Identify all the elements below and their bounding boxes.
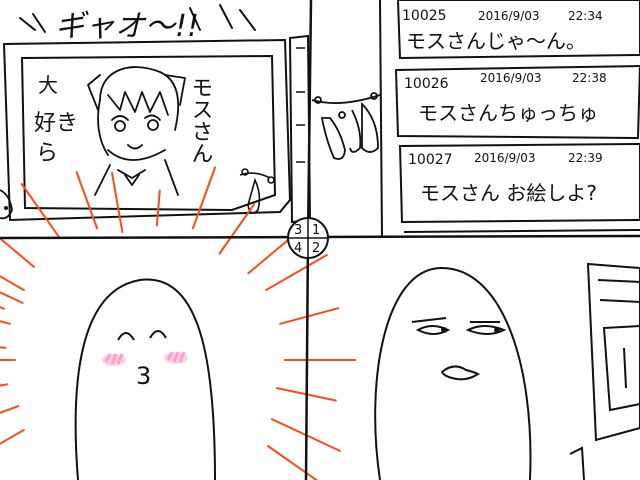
shout-lines bbox=[19, 4, 256, 33]
burst-line bbox=[0, 405, 20, 414]
burst-line bbox=[0, 346, 7, 349]
scroll-edge bbox=[379, 0, 383, 239]
smug-mouth bbox=[440, 365, 480, 381]
panel-3-blushing-blob: 3 bbox=[0, 166, 356, 480]
blob-body bbox=[74, 278, 216, 480]
panel-order-indicator: 3 1 4 2 bbox=[287, 217, 329, 259]
blob-eye-right bbox=[149, 330, 167, 339]
blob-blush-left bbox=[102, 353, 126, 366]
burst-line bbox=[0, 306, 5, 310]
comment-1-number: 10025 bbox=[402, 8, 447, 24]
burst-line bbox=[191, 166, 217, 230]
panel-order-top-right: 1 bbox=[312, 223, 320, 238]
comment-1-date: 2016/9/03 bbox=[478, 9, 540, 23]
hanging-drops bbox=[311, 92, 381, 160]
burst-line bbox=[247, 233, 296, 275]
comment-2-date: 2016/9/03 bbox=[480, 71, 542, 85]
monitor-side-text-1: 大 bbox=[38, 73, 58, 97]
panel-order-top-left: 3 bbox=[294, 223, 302, 238]
comment-box-4-partial bbox=[403, 229, 640, 233]
monitor-side-text-2: 好き bbox=[34, 111, 78, 136]
comment-3-text: モスさん お絵しよ? bbox=[420, 181, 597, 205]
blob-mouth: 3 bbox=[136, 362, 151, 390]
burst-line bbox=[75, 171, 99, 230]
blob-body-smug bbox=[374, 266, 532, 480]
shout-text: ギャオ〜!! bbox=[55, 9, 199, 44]
blob-blush-right bbox=[164, 351, 188, 364]
pc-tower bbox=[288, 34, 312, 224]
burst-line bbox=[265, 254, 328, 291]
burst-line bbox=[0, 383, 9, 387]
comment-1-text: モスさんじゃ〜ん。 bbox=[406, 29, 586, 53]
comment-box-1: 10025 2016/9/03 22:34 モスさんじゃ〜ん。 bbox=[396, 0, 640, 60]
panel-order-bottom-left: 4 bbox=[294, 241, 302, 256]
comment-1-time: 22:34 bbox=[568, 9, 603, 23]
monitor-frame-inner bbox=[20, 54, 277, 212]
panel-4-smug-blob bbox=[374, 262, 640, 480]
burst-line bbox=[155, 189, 161, 227]
panel-1-anime-monitor: ギャオ〜!! 大 好き ら モスさん bbox=[0, 4, 312, 224]
burst-line bbox=[266, 445, 319, 480]
burst-line bbox=[218, 203, 255, 255]
comment-box-2: 10026 2016/9/03 22:38 モスさんちゅっちゅ bbox=[394, 64, 640, 140]
comment-3-date: 2016/9/03 bbox=[474, 151, 536, 165]
burst-lines bbox=[0, 166, 356, 480]
comment-box-3: 10027 2016/9/03 22:39 モスさん お絵しよ? bbox=[398, 142, 640, 224]
burst-line bbox=[0, 291, 24, 304]
comment-3-time: 22:39 bbox=[568, 151, 603, 165]
anime-girl-drawing bbox=[87, 66, 186, 196]
panel-2-comments: 10025 2016/9/03 22:34 モスさんじゃ〜ん。 10026 20… bbox=[311, 0, 640, 239]
monitor-side bbox=[569, 262, 640, 480]
burst-line bbox=[0, 275, 25, 291]
comment-3-number: 10027 bbox=[408, 152, 453, 168]
burst-line bbox=[111, 171, 124, 233]
burst-line bbox=[0, 429, 25, 445]
burst-line bbox=[0, 237, 35, 268]
smug-eyes bbox=[411, 317, 507, 335]
edge-doodle bbox=[0, 189, 13, 220]
monitor-side-text-3: ら bbox=[36, 141, 58, 166]
comment-2-number: 10026 bbox=[404, 76, 449, 92]
comment-2-text: モスさんちゅっちゅ bbox=[418, 101, 598, 125]
burst-line bbox=[279, 307, 340, 325]
panel-order-bottom-right: 2 bbox=[312, 241, 320, 256]
burst-line bbox=[20, 182, 60, 239]
monitor-frame-outer bbox=[2, 38, 292, 222]
comment-2-time: 22:38 bbox=[572, 71, 607, 85]
blob-eye-left bbox=[117, 332, 135, 341]
monitor-vertical-text: モスさん bbox=[188, 76, 213, 164]
ornament-doodle bbox=[239, 168, 275, 214]
